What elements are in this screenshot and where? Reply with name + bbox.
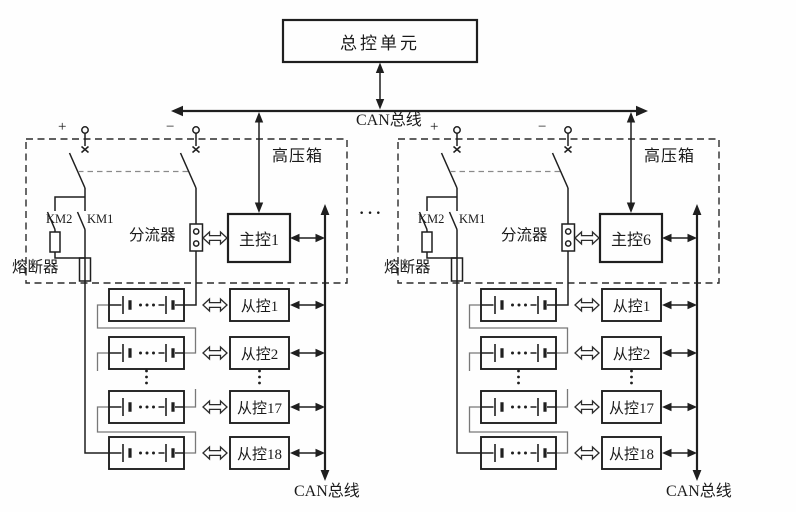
plus-terminal-label: + xyxy=(430,119,439,135)
slave-controller-label: 从控1 xyxy=(612,298,651,315)
slave-controller-label: 从控18 xyxy=(236,446,282,463)
shunt-label: 分流器 xyxy=(501,227,548,244)
slave-controller-label: 从控17 xyxy=(236,400,282,417)
slave-controller-label: 从控1 xyxy=(240,298,279,315)
master-unit-box xyxy=(281,18,479,64)
contactor-km2-label: KM2 xyxy=(46,212,73,226)
master-controller-label: 主控1 xyxy=(238,232,279,249)
cabinet-name: 高压箱 xyxy=(644,148,696,165)
fuse-label: 熔断器 xyxy=(384,259,431,276)
contactor-km1-label: KM1 xyxy=(459,212,486,226)
cabinet-right xyxy=(398,112,719,481)
slave-controller-label: 从控17 xyxy=(608,400,654,417)
cabinet-separator: ··· xyxy=(358,200,383,225)
master-unit-label: 总控单元 xyxy=(340,33,420,53)
slave-controller-label: 从控18 xyxy=(608,446,654,463)
can-bus-top-label: CAN总线 xyxy=(356,112,422,129)
shunt-label: 分流器 xyxy=(129,227,176,244)
minus-terminal-label: − xyxy=(166,119,175,135)
master-controller-label: 主控6 xyxy=(610,232,651,249)
cabinet-name: 高压箱 xyxy=(272,148,324,165)
slave-controller-label: 从控2 xyxy=(240,346,279,363)
minus-terminal-label: − xyxy=(538,119,547,135)
fuse-label: 熔断器 xyxy=(12,259,59,276)
plus-terminal-label: + xyxy=(58,119,67,135)
internal-can-bus-label: CAN总线 xyxy=(666,483,732,500)
contactor-km2-label: KM2 xyxy=(418,212,445,226)
cabinet-left xyxy=(26,112,347,481)
slave-controller-label: 从控2 xyxy=(612,346,651,363)
internal-can-bus-label: CAN总线 xyxy=(294,483,360,500)
contactor-km1-label: KM1 xyxy=(87,212,114,226)
